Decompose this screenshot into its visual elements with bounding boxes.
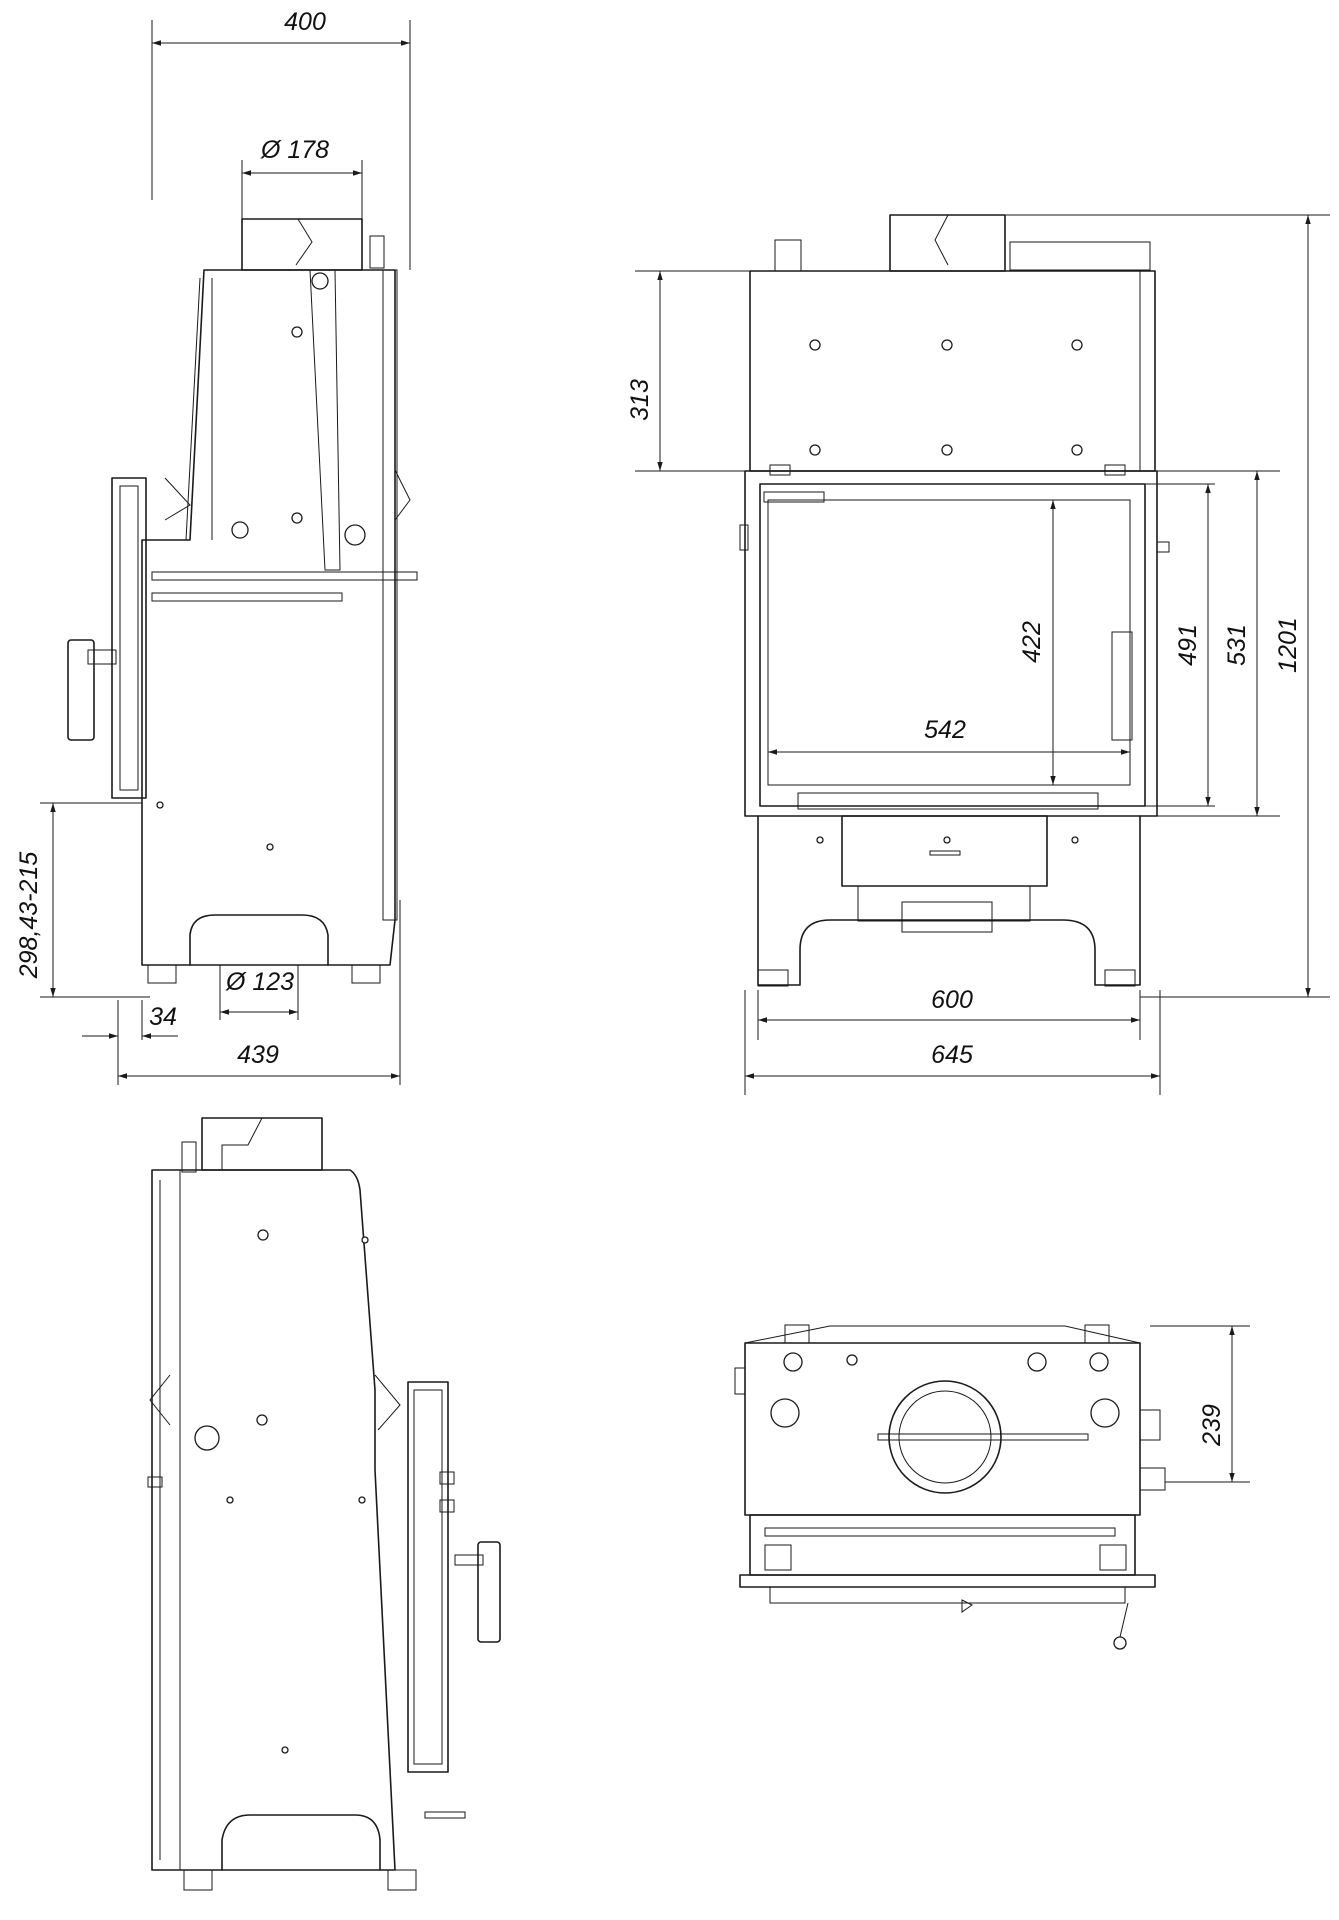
dim-width-top: 400: [151, 8, 411, 270]
dim-air-inlet-diameter: Ø 123: [219, 965, 299, 1020]
dim-door-outer: 531: [1157, 470, 1280, 817]
dim-rear-offset: 239: [1150, 1325, 1250, 1483]
dim-label-base-width: 600: [931, 986, 973, 1014]
dim-height-adjust: 298,43-215: [15, 802, 150, 998]
dim-label-offset: 34: [149, 1003, 177, 1031]
rear-view-bottom-right: [734, 1324, 1166, 1650]
dim-label-glass-height: 422: [1018, 621, 1046, 663]
dim-label-door-inner: 491: [1174, 624, 1202, 666]
dim-door-inner: 491: [1145, 483, 1215, 807]
side-view-top-left: [67, 218, 418, 984]
front-view-top-right: [739, 214, 1170, 987]
dim-label-air-inlet-diameter: Ø 123: [225, 968, 294, 996]
dim-base-width: 600: [757, 986, 1141, 1040]
dim-glass-height: 422: [1018, 500, 1056, 785]
dim-label-height-adjust: 298,43-215: [15, 852, 43, 980]
dim-label-width-top: 400: [284, 8, 326, 36]
dim-label-depth: 439: [237, 1041, 279, 1069]
dim-depth: 439: [117, 900, 401, 1085]
dim-glass-width: 542: [768, 716, 1130, 755]
dim-offset: 34: [82, 1000, 178, 1040]
dim-label-total-width: 645: [931, 1041, 973, 1069]
dim-label-flue-diameter: Ø 178: [260, 136, 329, 164]
dim-upper-section: 313: [626, 270, 750, 472]
dim-label-upper-section: 313: [626, 379, 654, 421]
dim-total-height: 1201: [1005, 214, 1330, 998]
dim-flue-diameter: Ø 178: [241, 136, 363, 219]
dim-label-door-outer: 531: [1223, 624, 1251, 666]
dim-total-width: 645: [744, 990, 1161, 1095]
dim-label-total-height: 1201: [1274, 617, 1302, 673]
side-view-bottom-left: [147, 1117, 501, 1891]
dim-label-rear-offset: 239: [1198, 1404, 1226, 1447]
dim-label-glass-width: 542: [924, 716, 966, 744]
